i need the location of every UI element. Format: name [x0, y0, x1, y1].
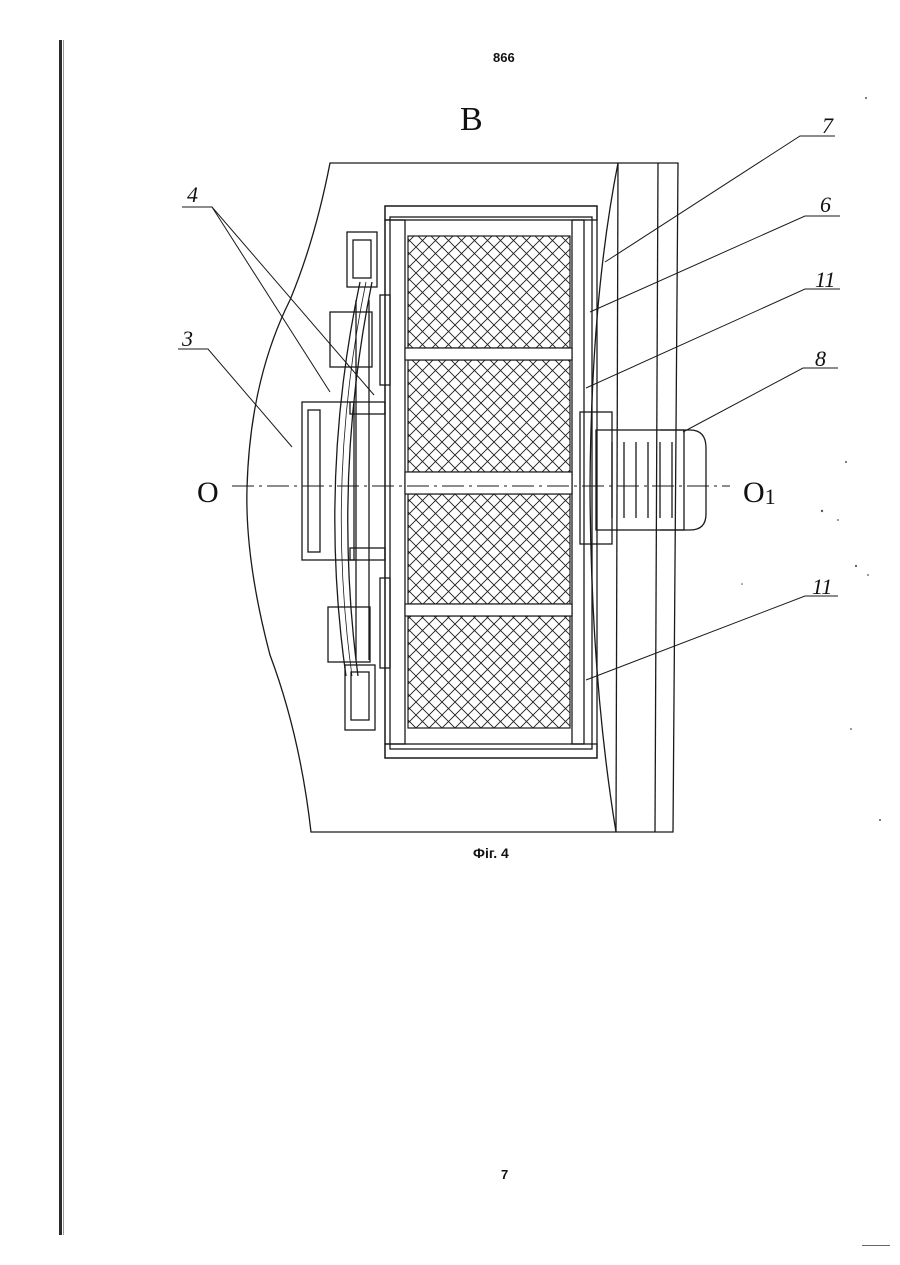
connector-body — [596, 430, 684, 530]
panel-separator-3 — [405, 604, 572, 616]
panel-separator-1 — [405, 348, 572, 360]
axis-start-label: O — [197, 476, 219, 509]
axis-end-letter: O — [743, 476, 765, 509]
hub-collar-top — [350, 402, 385, 414]
left-plate — [385, 220, 405, 744]
callout-11-bottom: 11 — [812, 574, 832, 599]
mesh-panels — [405, 236, 572, 728]
mesh-panel-4 — [408, 616, 570, 728]
page-number: 7 — [501, 1167, 508, 1182]
right-plate — [572, 220, 584, 744]
rotor-top-cap — [385, 206, 597, 220]
callout-4: 4 — [187, 182, 198, 207]
figure-caption: Фіг. 4 — [473, 845, 509, 861]
hub-inner — [308, 410, 320, 552]
view-label: В — [460, 101, 483, 138]
hub-left — [302, 402, 354, 560]
mesh-panel-3 — [408, 494, 570, 604]
leader-7 — [605, 136, 835, 262]
mesh-panel-1 — [408, 236, 570, 348]
leader-11-top — [586, 289, 840, 388]
callout-3: 3 — [181, 326, 193, 351]
upper-bracket — [330, 312, 372, 367]
callout-8: 8 — [815, 346, 826, 371]
leader-11-bottom — [586, 596, 838, 680]
mesh-panel-2 — [408, 360, 570, 472]
callout-6: 6 — [820, 192, 831, 217]
panel-separator-2 — [405, 472, 572, 494]
leader-8 — [683, 368, 838, 432]
rotor-bottom-cap — [385, 744, 597, 758]
hub-collar-bottom — [350, 548, 385, 560]
connector-handle — [660, 430, 706, 530]
leader-3 — [178, 349, 292, 447]
housing-wall-line-2 — [655, 163, 658, 832]
top-bearing-inner — [353, 240, 371, 278]
axis-end-label: O1 — [743, 476, 776, 509]
bottom-bearing-inner — [351, 672, 369, 720]
housing-wall-line — [616, 163, 618, 832]
housing-wall-curve — [590, 163, 618, 832]
callout-7: 7 — [822, 113, 834, 138]
axis-end-subscript: 1 — [765, 484, 776, 509]
callout-11-top: 11 — [815, 267, 835, 292]
bottom-rule — [862, 1245, 890, 1246]
scan-specks — [741, 97, 881, 821]
leader-6 — [590, 216, 840, 312]
